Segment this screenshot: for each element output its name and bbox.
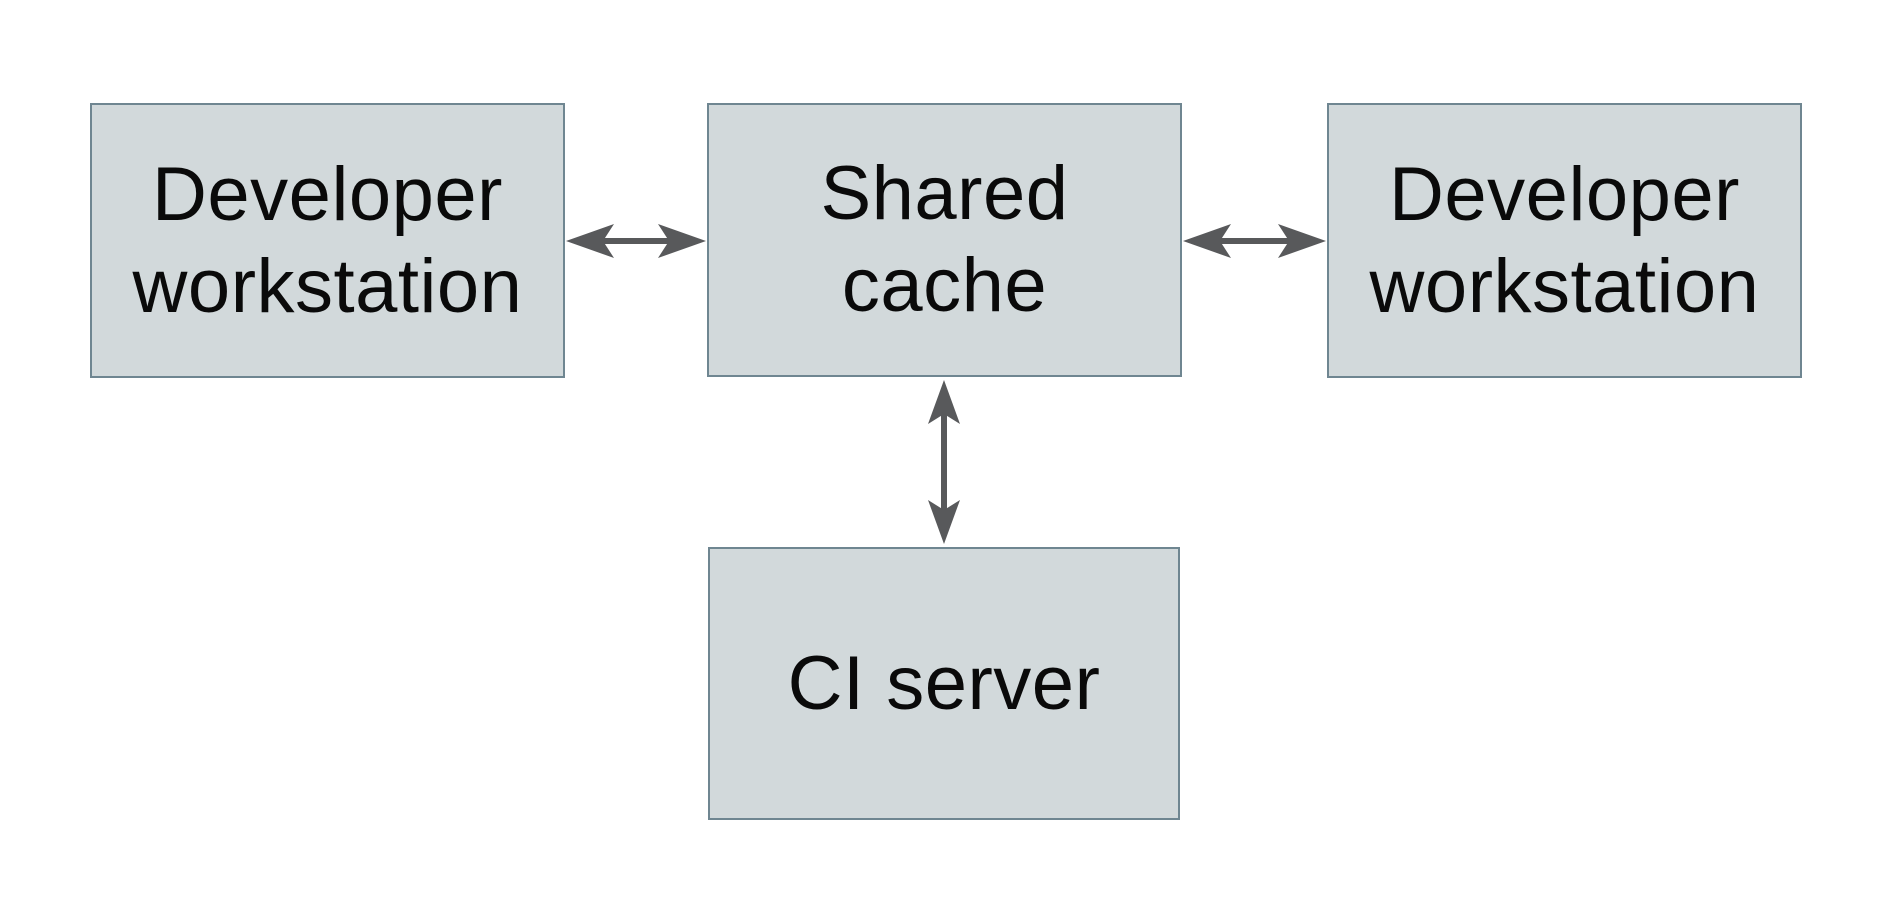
bidirectional-arrow-devleft-sharedcache <box>565 217 707 265</box>
node-label: Developer workstation <box>132 151 523 329</box>
node-ci-server: CI server <box>708 547 1180 820</box>
bidirectional-arrow-sharedcache-devright <box>1182 217 1327 265</box>
node-label: Developer workstation <box>1369 151 1760 329</box>
node-shared-cache: Shared cache <box>707 103 1182 377</box>
node-label: Shared cache <box>820 151 1069 328</box>
node-developer-workstation-right: Developer workstation <box>1327 103 1802 378</box>
node-label: CI server <box>787 640 1101 726</box>
bidirectional-arrow-sharedcache-ciserver <box>922 379 966 545</box>
node-developer-workstation-left: Developer workstation <box>90 103 565 378</box>
